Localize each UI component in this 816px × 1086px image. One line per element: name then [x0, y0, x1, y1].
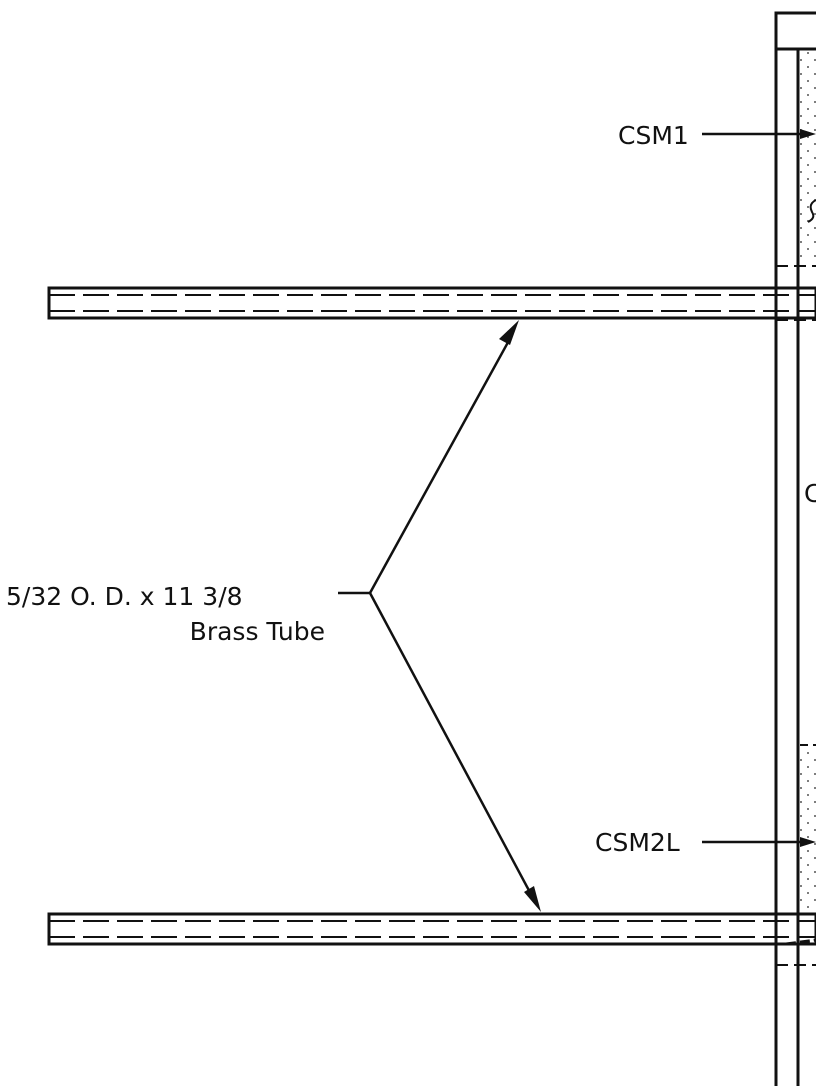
- callout-label-tube-size: 5/32 O. D. x 11 3/8: [6, 582, 243, 611]
- callout-label-tube-material: Brass Tube: [190, 617, 325, 646]
- edge-fragment: [807, 199, 816, 223]
- frame-assembly: C: [774, 11, 816, 1086]
- callout-label-csm2l: CSM2L: [595, 828, 680, 857]
- callout-csm1: CSM1: [618, 121, 816, 150]
- arrowhead: [499, 320, 519, 345]
- arrowhead: [524, 886, 541, 912]
- callout-csm2l: CSM2L: [595, 828, 816, 857]
- arrowhead: [800, 129, 816, 139]
- brass-tube-lower: [47, 912, 816, 946]
- brass-tube-upper: [47, 286, 816, 320]
- leader-line: [368, 592, 535, 899]
- arrowhead: [800, 837, 816, 847]
- callout-label-csm1: CSM1: [618, 121, 689, 150]
- callout-brass-tube: 5/32 O. D. x 11 3/8 Brass Tube: [6, 320, 541, 912]
- leader-line: [368, 334, 514, 594]
- edge-mark: C: [804, 479, 816, 508]
- material-region-upper: [800, 52, 816, 262]
- material-region-lower: [800, 748, 816, 913]
- frame-top-cap: [774, 11, 816, 51]
